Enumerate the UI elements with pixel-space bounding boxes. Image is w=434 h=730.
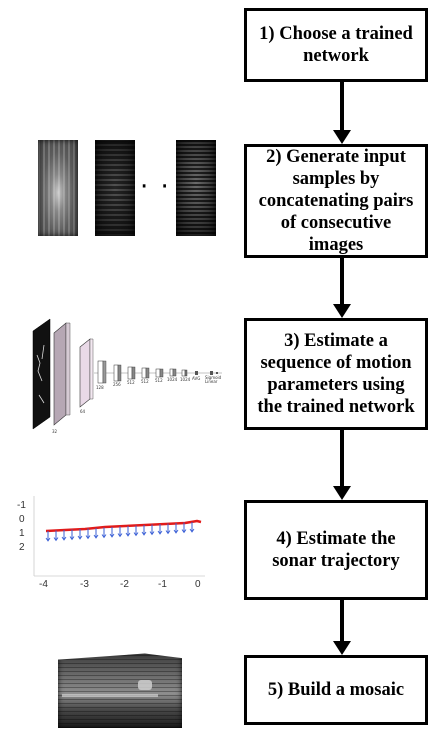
heading-arrow-head [61,536,67,541]
network-label: 1024 [167,377,178,382]
heading-arrows [45,522,195,542]
network-layer-8 [169,368,174,377]
network-label: 1024 [180,377,191,382]
heading-arrow-head [85,535,91,540]
y-tick: -1 [17,500,26,511]
arrow-4-to-5 [333,600,351,655]
heading-arrow-head [125,532,131,537]
step-4-box: 4) Estimate the sonar trajectory [244,500,428,600]
network-label: 32 [52,429,58,434]
trajectory-line [45,519,202,533]
heading-arrow-head [149,531,155,536]
x-tick: -4 [39,579,48,590]
network-layer-9 [181,369,186,377]
network-layer-3 [97,360,104,384]
heading-arrow-head [101,534,107,539]
heading-arrow-head [157,530,163,535]
network-layer-1 [53,322,67,426]
heading-arrow-head [181,529,187,534]
y-tick: 0 [19,514,25,525]
heading-arrow-head [141,531,147,536]
network-label: 128 [96,385,104,390]
heading-arrow-head [173,529,179,534]
heading-arrow-head [189,528,195,533]
network-layer-2 [79,338,91,408]
network-label: AVG [192,376,200,381]
heading-arrow-head [165,530,171,535]
mosaic-band [62,694,158,697]
network-input-slice [32,318,51,430]
step-4-label: 4) Estimate the sonar trajectory [272,529,400,571]
heading-arrow-head [93,534,99,539]
network-label: 512 [155,378,163,383]
network-label: 64 [80,409,86,414]
network-layer-5 [127,366,133,380]
network-layer-7 [155,368,161,378]
arrow-3-to-4 [333,430,351,500]
sonar-sample-1 [38,140,78,236]
network-layer-6 [141,367,147,379]
network-output-layer [210,371,213,375]
y-tick: 2 [19,542,25,553]
x-tick: -1 [158,579,167,590]
step-5-box: 5) Build a mosaic [244,655,428,725]
step-1-box: 1) Choose a trained network [244,8,428,82]
network-label: Linear [205,379,218,384]
x-tick: -2 [120,579,129,590]
mosaic-feature [138,680,152,690]
heading-arrow-head [45,537,51,542]
step-2-label: 2) Generate input samples by concatenati… [258,147,414,255]
network-layer-4 [113,364,119,382]
heading-arrow-head [133,532,139,537]
network-label: 512 [141,379,149,384]
network-diagram: 32 64 128 256 512 512 512 1024 1024 AVG … [32,318,222,434]
network-label: 512 [127,380,135,385]
network-label: 256 [113,382,121,387]
step-3-label: 3) Estimate a sequence of motion paramet… [257,331,415,417]
arrow-2-to-3 [333,258,351,318]
heading-arrow-head [117,533,123,538]
step-5-label: 5) Build a mosaic [267,680,405,700]
step-1-label: 1) Choose a trained network [259,24,413,66]
step-2-box: 2) Generate input samples by concatenati… [244,144,428,258]
mosaic-image [58,653,182,728]
network-label: Sigmoid [205,375,222,380]
x-tick: -3 [80,579,89,590]
heading-arrow-head [69,536,75,541]
x-tick: 0 [195,579,201,590]
network-avg-layer [195,371,198,375]
heading-arrow-head [53,537,59,542]
sonar-sample-n [176,140,216,236]
y-tick: 1 [19,528,25,539]
step-3-box: 3) Estimate a sequence of motion paramet… [244,318,428,430]
arrow-1-to-2 [333,82,351,144]
heading-arrow-head [77,535,83,540]
trajectory-plot: -1 0 1 2 -4 -3 -2 -1 0 [17,496,205,590]
sonar-sample-2 [95,140,135,236]
heading-arrow-head [109,533,115,538]
